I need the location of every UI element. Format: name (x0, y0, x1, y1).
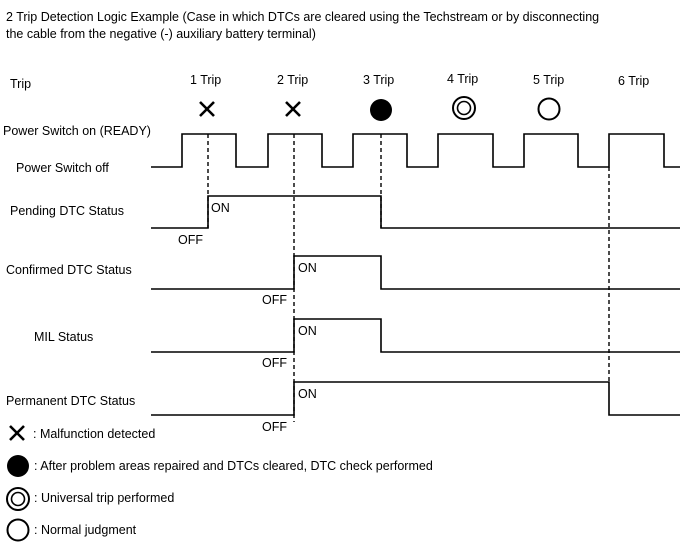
trip-label-4: 4 Trip (447, 72, 478, 86)
trip-label-5: 5 Trip (533, 73, 564, 87)
trip-guide-lines (207, 134, 610, 422)
trip-4-double-circle-icon (452, 96, 476, 120)
legend-universal-trip: : Universal trip performed (34, 491, 174, 505)
legend-normal-judgment: : Normal judgment (34, 523, 137, 537)
pending-dtc-waveform (151, 195, 680, 229)
permanent-on-label: ON (298, 387, 317, 401)
mil-status-label: MIL Status (34, 330, 93, 344)
confirmed-off-label: OFF (262, 293, 287, 307)
legend-open-circle-icon (6, 518, 30, 542)
trip-label-1: 1 Trip (190, 73, 221, 87)
pending-dtc-label: Pending DTC Status (10, 204, 124, 218)
legend-dtc-check-performed: : After problem areas repaired and DTCs … (34, 459, 433, 473)
legend-double-circle-icon (6, 487, 30, 511)
trip-3-filled-circle-icon (370, 99, 392, 121)
power-on-label: Power Switch on (READY) (3, 124, 151, 138)
trip-label-3: 3 Trip (363, 73, 394, 87)
confirmed-on-label: ON (298, 261, 317, 275)
trip-2-cross-icon (285, 101, 301, 117)
legend-cross-icon (9, 425, 25, 441)
permanent-dtc-waveform (151, 381, 680, 416)
mil-on-label: ON (298, 324, 317, 338)
permanent-off-label: OFF (262, 420, 287, 434)
mil-off-label: OFF (262, 356, 287, 370)
mil-status-waveform (151, 318, 680, 353)
confirmed-dtc-waveform (151, 255, 680, 290)
diagram-title-line-1: 2 Trip Detection Logic Example (Case in … (6, 10, 599, 24)
trip-1-cross-icon (199, 101, 215, 117)
power-off-label: Power Switch off (16, 161, 109, 175)
trip-label-2: 2 Trip (277, 73, 308, 87)
diagram-title-line-2: the cable from the negative (-) auxiliar… (6, 27, 316, 41)
trip-label-6: 6 Trip (618, 74, 649, 88)
power-switch-waveform (151, 133, 680, 168)
trip-5-open-circle-icon (537, 97, 561, 121)
pending-off-label: OFF (178, 233, 203, 247)
trip-row-label: Trip (10, 77, 31, 91)
legend-filled-circle-icon (7, 455, 29, 477)
permanent-dtc-label: Permanent DTC Status (6, 394, 135, 408)
pending-on-label: ON (211, 201, 230, 215)
legend-malfunction-detected: : Malfunction detected (33, 427, 155, 441)
confirmed-dtc-label: Confirmed DTC Status (6, 263, 132, 277)
